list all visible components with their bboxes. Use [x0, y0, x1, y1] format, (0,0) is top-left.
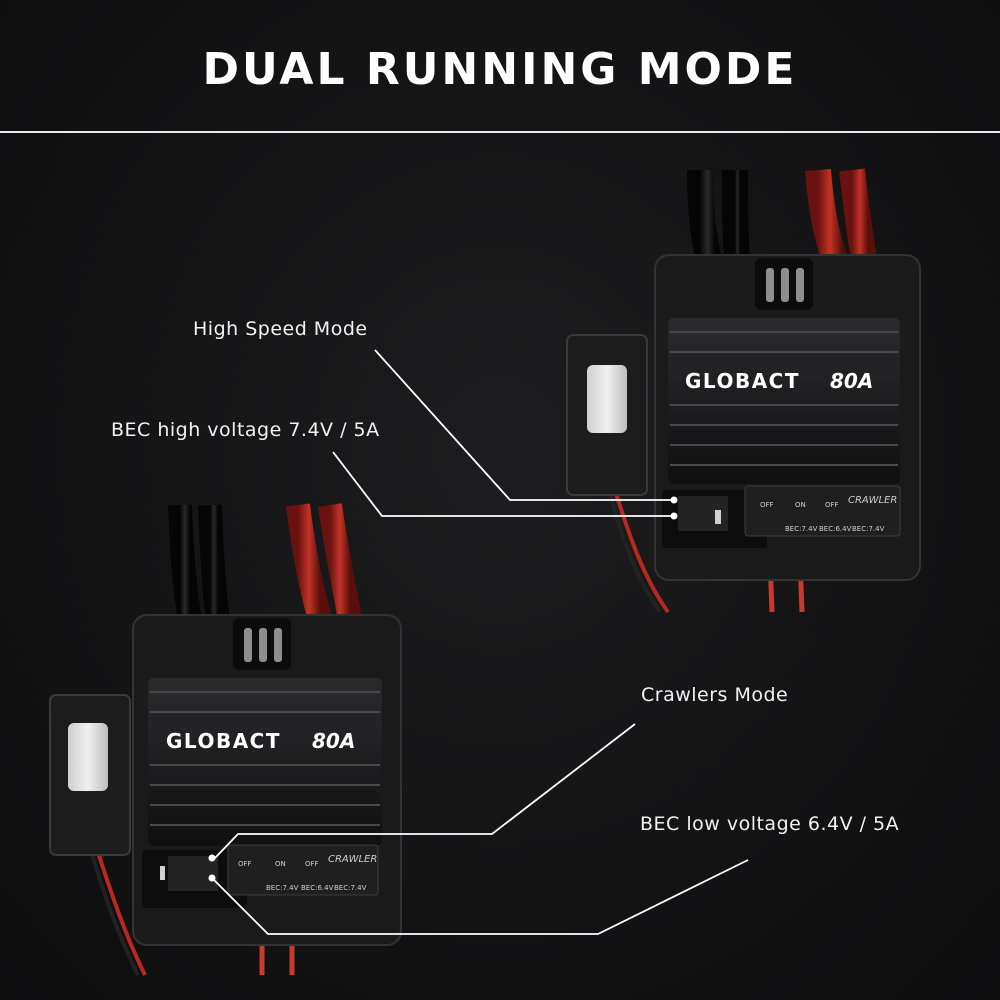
title-divider [0, 131, 1000, 133]
panel-text: BEC:6.4V [301, 884, 334, 892]
switch-knob [587, 365, 627, 433]
panel-text: CRAWLER [848, 495, 897, 506]
callout-bec-low-voltage: BEC low voltage 6.4V / 5A [640, 813, 900, 835]
panel-text: OFF [305, 860, 319, 868]
leader-bec-high [332, 451, 672, 517]
red-wire [318, 503, 362, 622]
panel-text: OFF [238, 860, 252, 868]
dot [208, 854, 216, 862]
callout-high-speed-mode: High Speed Mode [193, 318, 368, 340]
panel-text: BEC:7.4V [334, 884, 367, 892]
heatsink [148, 678, 382, 846]
heatsink [668, 318, 900, 484]
callout-lines [211, 349, 749, 935]
red-wire [286, 503, 332, 624]
callout-dots [208, 496, 678, 882]
receiver-lead [92, 839, 147, 976]
leader-high-speed [374, 349, 672, 501]
panel-text: OFF [825, 501, 839, 509]
callout-bec-high-voltage: BEC high voltage 7.4V / 5A [111, 419, 380, 441]
panel-text: OFF [760, 501, 774, 509]
leader-bec-low [211, 859, 749, 935]
page-title: DUAL RUNNING MODE [202, 44, 798, 95]
callout-crawlers-mode: Crawlers Mode [641, 684, 789, 706]
dot [208, 874, 216, 882]
dot [670, 496, 678, 504]
current-rating: 80A [312, 729, 355, 753]
mode-label-panel [744, 485, 901, 537]
receiver-lead [86, 839, 140, 976]
panel-text: ON [275, 860, 286, 868]
panel-text: BEC:7.4V [785, 525, 818, 533]
black-wire [198, 504, 230, 622]
dot [670, 512, 678, 520]
esc-crawler: GLOBACT 80A OFF ON OFF CRAWLER BEC:7.4V … [49, 503, 402, 976]
esc-high-speed: GLOBACT 80A OFF ON OFF CRAWLER BEC:7.4V … [566, 168, 921, 614]
panel-text: BEC:7.4V [852, 525, 885, 533]
brand-logo: GLOBACT [685, 369, 800, 393]
panel-text: BEC:6.4V [819, 525, 852, 533]
black-wire [168, 504, 202, 622]
leader-crawler [214, 723, 636, 859]
panel-text: ON [795, 501, 806, 509]
mode-label-panel [227, 844, 379, 896]
panel-text: BEC:7.4V [266, 884, 299, 892]
switch-knob [68, 723, 108, 791]
brand-logo: GLOBACT [166, 729, 281, 753]
current-rating: 80A [830, 369, 873, 393]
panel-text: CRAWLER [328, 854, 377, 865]
